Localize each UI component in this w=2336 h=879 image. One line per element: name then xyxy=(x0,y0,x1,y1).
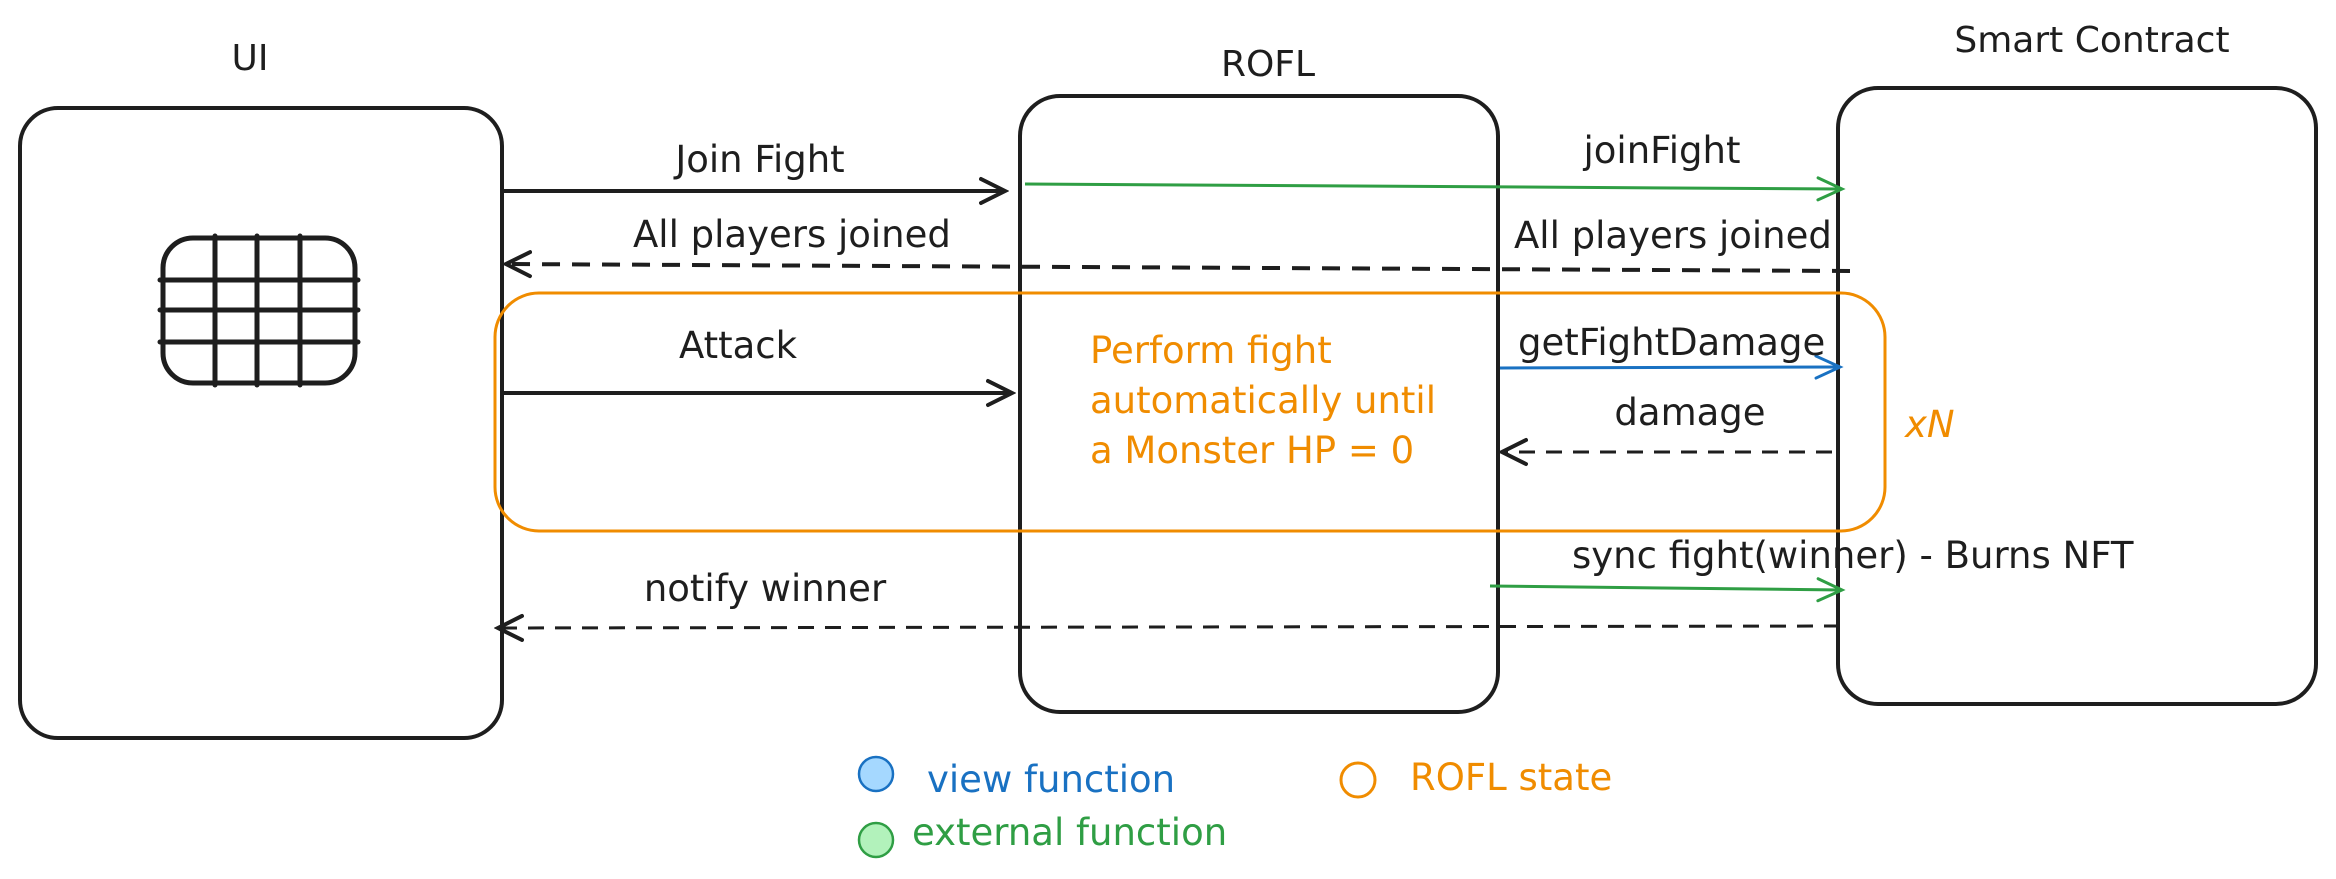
sync-fight-label: sync fight(winner) - Burns NFT xyxy=(1572,534,2134,577)
rofl-note-line-1: Perform fight xyxy=(1090,329,1332,372)
join-fight-call-label: joinFight xyxy=(1583,129,1741,172)
external-function-legend-swatch xyxy=(857,821,895,859)
rofl-state-legend-swatch xyxy=(1339,761,1377,799)
notify-winner-arrow xyxy=(498,626,1841,628)
join-fight-call-arrow xyxy=(1024,176,1846,202)
rofl-column-title: ROFL xyxy=(1221,44,1315,85)
view-function-legend-label: view function xyxy=(927,758,1175,801)
ui-box xyxy=(18,106,504,740)
rofl-note-line-2: automatically until xyxy=(1090,379,1436,422)
rofl-loop-frame xyxy=(493,291,1887,533)
ui-column-title: UI xyxy=(232,38,269,79)
view-function-legend-swatch xyxy=(857,755,895,793)
external-function-legend-label: external function xyxy=(912,811,1227,854)
contract-column-title: Smart Contract xyxy=(1954,20,2229,61)
rofl-state-legend-label: ROFL state xyxy=(1410,756,1612,799)
rofl-box xyxy=(1018,94,1500,714)
all-players-joined-left-label: All players joined xyxy=(633,213,951,256)
get-fight-damage-label: getFightDamage xyxy=(1518,321,1825,364)
all-players-joined-right-label: All players joined xyxy=(1514,214,1832,257)
sync-fight-arrow xyxy=(1489,577,1846,603)
damage-label: damage xyxy=(1614,391,1765,434)
loop-count-label: xN xyxy=(1904,403,1955,446)
notify-winner-label: notify winner xyxy=(644,567,887,610)
contract-box xyxy=(1836,86,2318,706)
rofl-note-line-3: a Monster HP = 0 xyxy=(1090,429,1414,472)
get-fight-damage-arrow xyxy=(1499,354,1844,380)
join-fight-label: Join Fight xyxy=(673,138,844,181)
all-players-joined-arrow xyxy=(506,264,1851,271)
attack-label: Attack xyxy=(679,324,798,367)
grid-icon xyxy=(157,233,361,388)
